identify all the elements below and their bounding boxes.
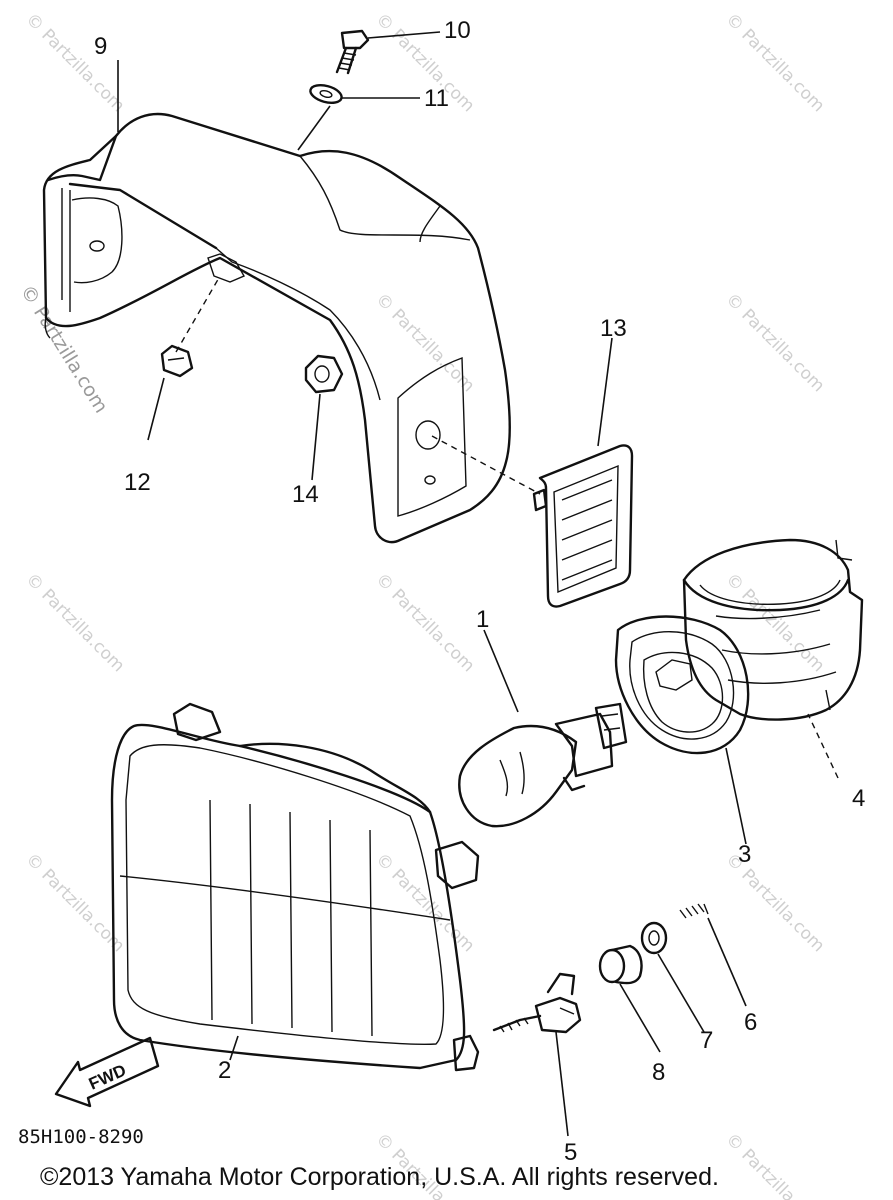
callout-2: 2 [218,1057,231,1084]
part-5-socket [492,972,582,1034]
callout-5: 5 [564,1139,577,1166]
part-4-bulb-cover [682,538,864,721]
part-9-headlight-housing [42,112,511,544]
watermark: © Partzilla.com [721,289,828,396]
callout-14: 14 [292,481,319,508]
part-1-bulb [458,702,628,828]
callout-8: 8 [652,1059,665,1086]
part-2-headlight-unit [110,702,480,1072]
part-7-washer [640,921,668,955]
watermark: © Partzilla.com [721,9,828,116]
fwd-arrow: FWD [54,1036,160,1108]
part-6-spring [679,903,709,919]
callout-1: 1 [476,606,489,633]
callout-3: 3 [738,841,751,868]
callout-12: 12 [124,469,151,496]
part-3-retaining-ring [614,615,750,755]
watermark: © Partzilla.com [721,1129,828,1200]
watermark: © Partzilla.com [21,569,128,676]
part-14-grommet [304,354,344,394]
callout-4: 4 [852,785,865,812]
part-13-reflector [532,444,634,608]
watermark: © Partzilla.com [721,569,828,676]
copyright-notice: ©2013 Yamaha Motor Corporation, U.S.A. A… [40,1163,719,1191]
watermark-layer: © Partzilla.com © Partzilla.com © Partzi… [16,9,829,1200]
callout-13: 13 [600,315,627,342]
callout-11: 11 [424,85,449,112]
callout-10: 10 [444,17,471,44]
watermark: © Partzilla.com [371,569,478,676]
part-8-boot [598,944,643,985]
side-watermark: © Partzilla.com [16,281,112,417]
part-11-washer [309,84,343,104]
watermark: © Partzilla.com [21,9,128,116]
drawing-code: 85H100-8290 [18,1126,144,1148]
callout-6: 6 [744,1009,757,1036]
part-10-bolt [335,29,370,75]
part-12-grommet [160,344,194,378]
callout-7: 7 [700,1027,713,1054]
callout-labels: 1 2 3 4 5 6 7 8 9 10 11 12 13 14 [94,17,865,1166]
leader-lines [117,31,839,1137]
callout-9: 9 [94,33,107,60]
